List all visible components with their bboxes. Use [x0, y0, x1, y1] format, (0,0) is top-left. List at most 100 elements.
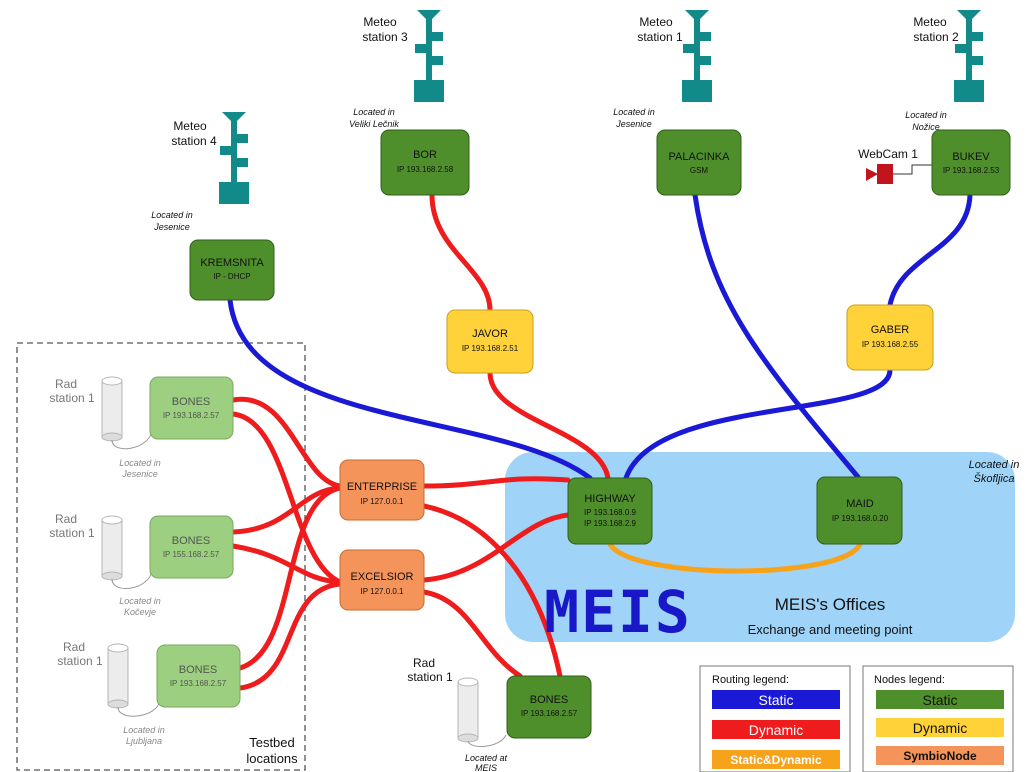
antenna-tower-icon — [414, 10, 444, 102]
sensor-cylinder-icon — [457, 677, 479, 743]
svg-text:Meteo: Meteo — [363, 15, 397, 29]
svg-text:PALACINKA: PALACINKA — [669, 151, 731, 163]
antenna-tower-icon — [954, 10, 984, 102]
node-bor[interactable]: BOR IP 193.168.2.58 — [380, 129, 470, 196]
legend-dynamic-node — [876, 718, 1004, 737]
antenna-tower-icon — [219, 112, 249, 204]
node-highway[interactable]: HIGHWAY IP 193.168.0.9 IP 193.168.2.9 — [567, 477, 653, 545]
link-javor-highway — [487, 370, 611, 481]
svg-text:IP 193.168.2.55: IP 193.168.2.55 — [862, 340, 919, 349]
link-highway-maid — [607, 541, 863, 574]
node-bones-meis[interactable]: BONES IP 193.168.2.57 — [506, 675, 592, 739]
svg-text:Static: Static — [758, 692, 793, 708]
svg-text:MEIS: MEIS — [475, 763, 497, 772]
link-excelsior-highway — [421, 512, 571, 583]
svg-text:IP 127.0.0.1: IP 127.0.0.1 — [361, 587, 405, 596]
antenna-tower-icon — [682, 10, 712, 102]
svg-text:SymbioNode: SymbioNode — [903, 749, 977, 763]
svg-text:Nožice: Nožice — [912, 122, 940, 132]
svg-text:Located in: Located in — [119, 596, 161, 606]
offices-subtitle: Exchange and meeting point — [748, 622, 913, 637]
svg-text:IP 193.168.2.51: IP 193.168.2.51 — [462, 344, 519, 353]
node-enterprise[interactable]: ENTERPRISE IP 127.0.0.1 — [339, 459, 425, 521]
svg-text:Routing legend:: Routing legend: — [712, 674, 789, 686]
webcam-1: WebCam 1 — [858, 147, 932, 184]
legend-symbio-node — [876, 746, 1004, 765]
svg-text:WebCam 1: WebCam 1 — [858, 147, 918, 161]
svg-text:HIGHWAY: HIGHWAY — [584, 493, 636, 505]
link-bukev-gaber — [887, 192, 973, 308]
link-enterprise-bones4 — [421, 503, 563, 679]
svg-text:IP 193.168.2.57: IP 193.168.2.57 — [170, 679, 227, 688]
node-bones-kocevje[interactable]: BONES IP 155.168.2.57 — [149, 515, 234, 579]
node-palacinka[interactable]: PALACINKA GSM — [656, 129, 742, 196]
routing-legend: Routing legend: Static Dynamic Static&Dy… — [699, 665, 851, 772]
svg-text:Located in: Located in — [353, 107, 395, 117]
svg-text:IP 127.0.0.1: IP 127.0.0.1 — [361, 497, 405, 506]
svg-text:BONES: BONES — [179, 664, 218, 676]
node-excelsior[interactable]: EXCELSIOR IP 127.0.0.1 — [339, 549, 425, 611]
svg-text:Located in: Located in — [613, 107, 655, 117]
meteo-station-2: Meteo station 2 Located in Nožice — [905, 10, 984, 132]
testbed-label: Testbed locations — [246, 735, 298, 766]
svg-text:MEIS: MEIS — [544, 578, 692, 646]
legend-static-link — [712, 690, 840, 709]
svg-text:Rad: Rad — [63, 640, 85, 654]
node-bones-jesenice[interactable]: BONES IP 193.168.2.57 — [149, 376, 234, 440]
svg-text:ENTERPRISE: ENTERPRISE — [347, 481, 417, 493]
link-excelsior-bones4 — [421, 589, 523, 679]
svg-text:Located at: Located at — [465, 753, 508, 763]
svg-text:Kočevje: Kočevje — [124, 607, 156, 617]
svg-text:station 4: station 4 — [171, 134, 217, 148]
svg-text:GSM: GSM — [690, 166, 709, 175]
link-enterprise-highway — [421, 476, 571, 489]
svg-text:JAVOR: JAVOR — [472, 328, 508, 340]
link-bones3-enterprise — [237, 485, 343, 671]
svg-text:Rad: Rad — [55, 377, 77, 391]
svg-text:BOR: BOR — [413, 149, 437, 161]
sensor-cylinder-icon — [107, 643, 129, 709]
svg-text:Rad: Rad — [413, 656, 435, 670]
svg-text:IP 155.168.2.57: IP 155.168.2.57 — [163, 550, 220, 559]
node-maid[interactable]: MAID IP 193.168.0.20 — [816, 476, 903, 545]
node-gaber[interactable]: GABER IP 193.168.2.55 — [846, 304, 934, 371]
node-bones-ljubljana[interactable]: BONES IP 193.168.2.57 — [156, 644, 241, 708]
link-palacinka-maid — [692, 192, 861, 480]
legend-static-node — [876, 690, 1004, 709]
svg-text:station 1: station 1 — [637, 30, 683, 44]
svg-text:Meteo: Meteo — [639, 15, 673, 29]
svg-text:Located in: Located in — [119, 458, 161, 468]
svg-text:Rad: Rad — [55, 512, 77, 526]
svg-text:Meteo: Meteo — [173, 119, 207, 133]
node-javor[interactable]: JAVOR IP 193.168.2.51 — [446, 309, 534, 374]
svg-text:Škofljica: Škofljica — [974, 472, 1015, 485]
svg-text:station 1: station 1 — [49, 391, 95, 405]
link-bones3-excelsior — [237, 581, 343, 691]
node-kremsnita[interactable]: KREMSNITA IP - DHCP — [189, 239, 275, 301]
link-kremsnita-highway — [227, 297, 593, 481]
rad-station-1-kocevje: Rad station 1 Located in Kočevje — [49, 512, 160, 617]
legend-static-dynamic-link — [712, 750, 840, 769]
svg-text:BONES: BONES — [172, 396, 211, 408]
svg-text:locations: locations — [246, 751, 298, 766]
svg-text:Located in: Located in — [123, 725, 165, 735]
svg-text:BUKEV: BUKEV — [952, 151, 990, 163]
node-bukev[interactable]: BUKEV IP 193.168.2.53 — [931, 129, 1011, 196]
webcam-icon — [866, 164, 893, 184]
rad-station-1-meis: Rad station 1 Located at MEIS — [407, 656, 507, 772]
svg-text:IP 193.168.2.53: IP 193.168.2.53 — [943, 166, 1000, 175]
svg-text:station 3: station 3 — [362, 30, 408, 44]
meis-logo: MEIS — [544, 578, 692, 646]
svg-text:Dynamic: Dynamic — [749, 722, 803, 738]
sensor-cylinder-icon — [101, 515, 123, 581]
rad-station-1-jesenice: Rad station 1 Located in Jesenice — [49, 376, 161, 479]
meteo-station-1: Meteo station 1 Located in Jesenice — [613, 10, 712, 129]
svg-text:Jesenice: Jesenice — [153, 222, 190, 232]
svg-text:station 2: station 2 — [913, 30, 959, 44]
svg-text:BONES: BONES — [530, 694, 569, 706]
svg-text:BONES: BONES — [172, 535, 211, 547]
svg-text:Located in: Located in — [969, 459, 1020, 471]
svg-text:Meteo: Meteo — [913, 15, 947, 29]
svg-text:Static: Static — [922, 692, 957, 708]
